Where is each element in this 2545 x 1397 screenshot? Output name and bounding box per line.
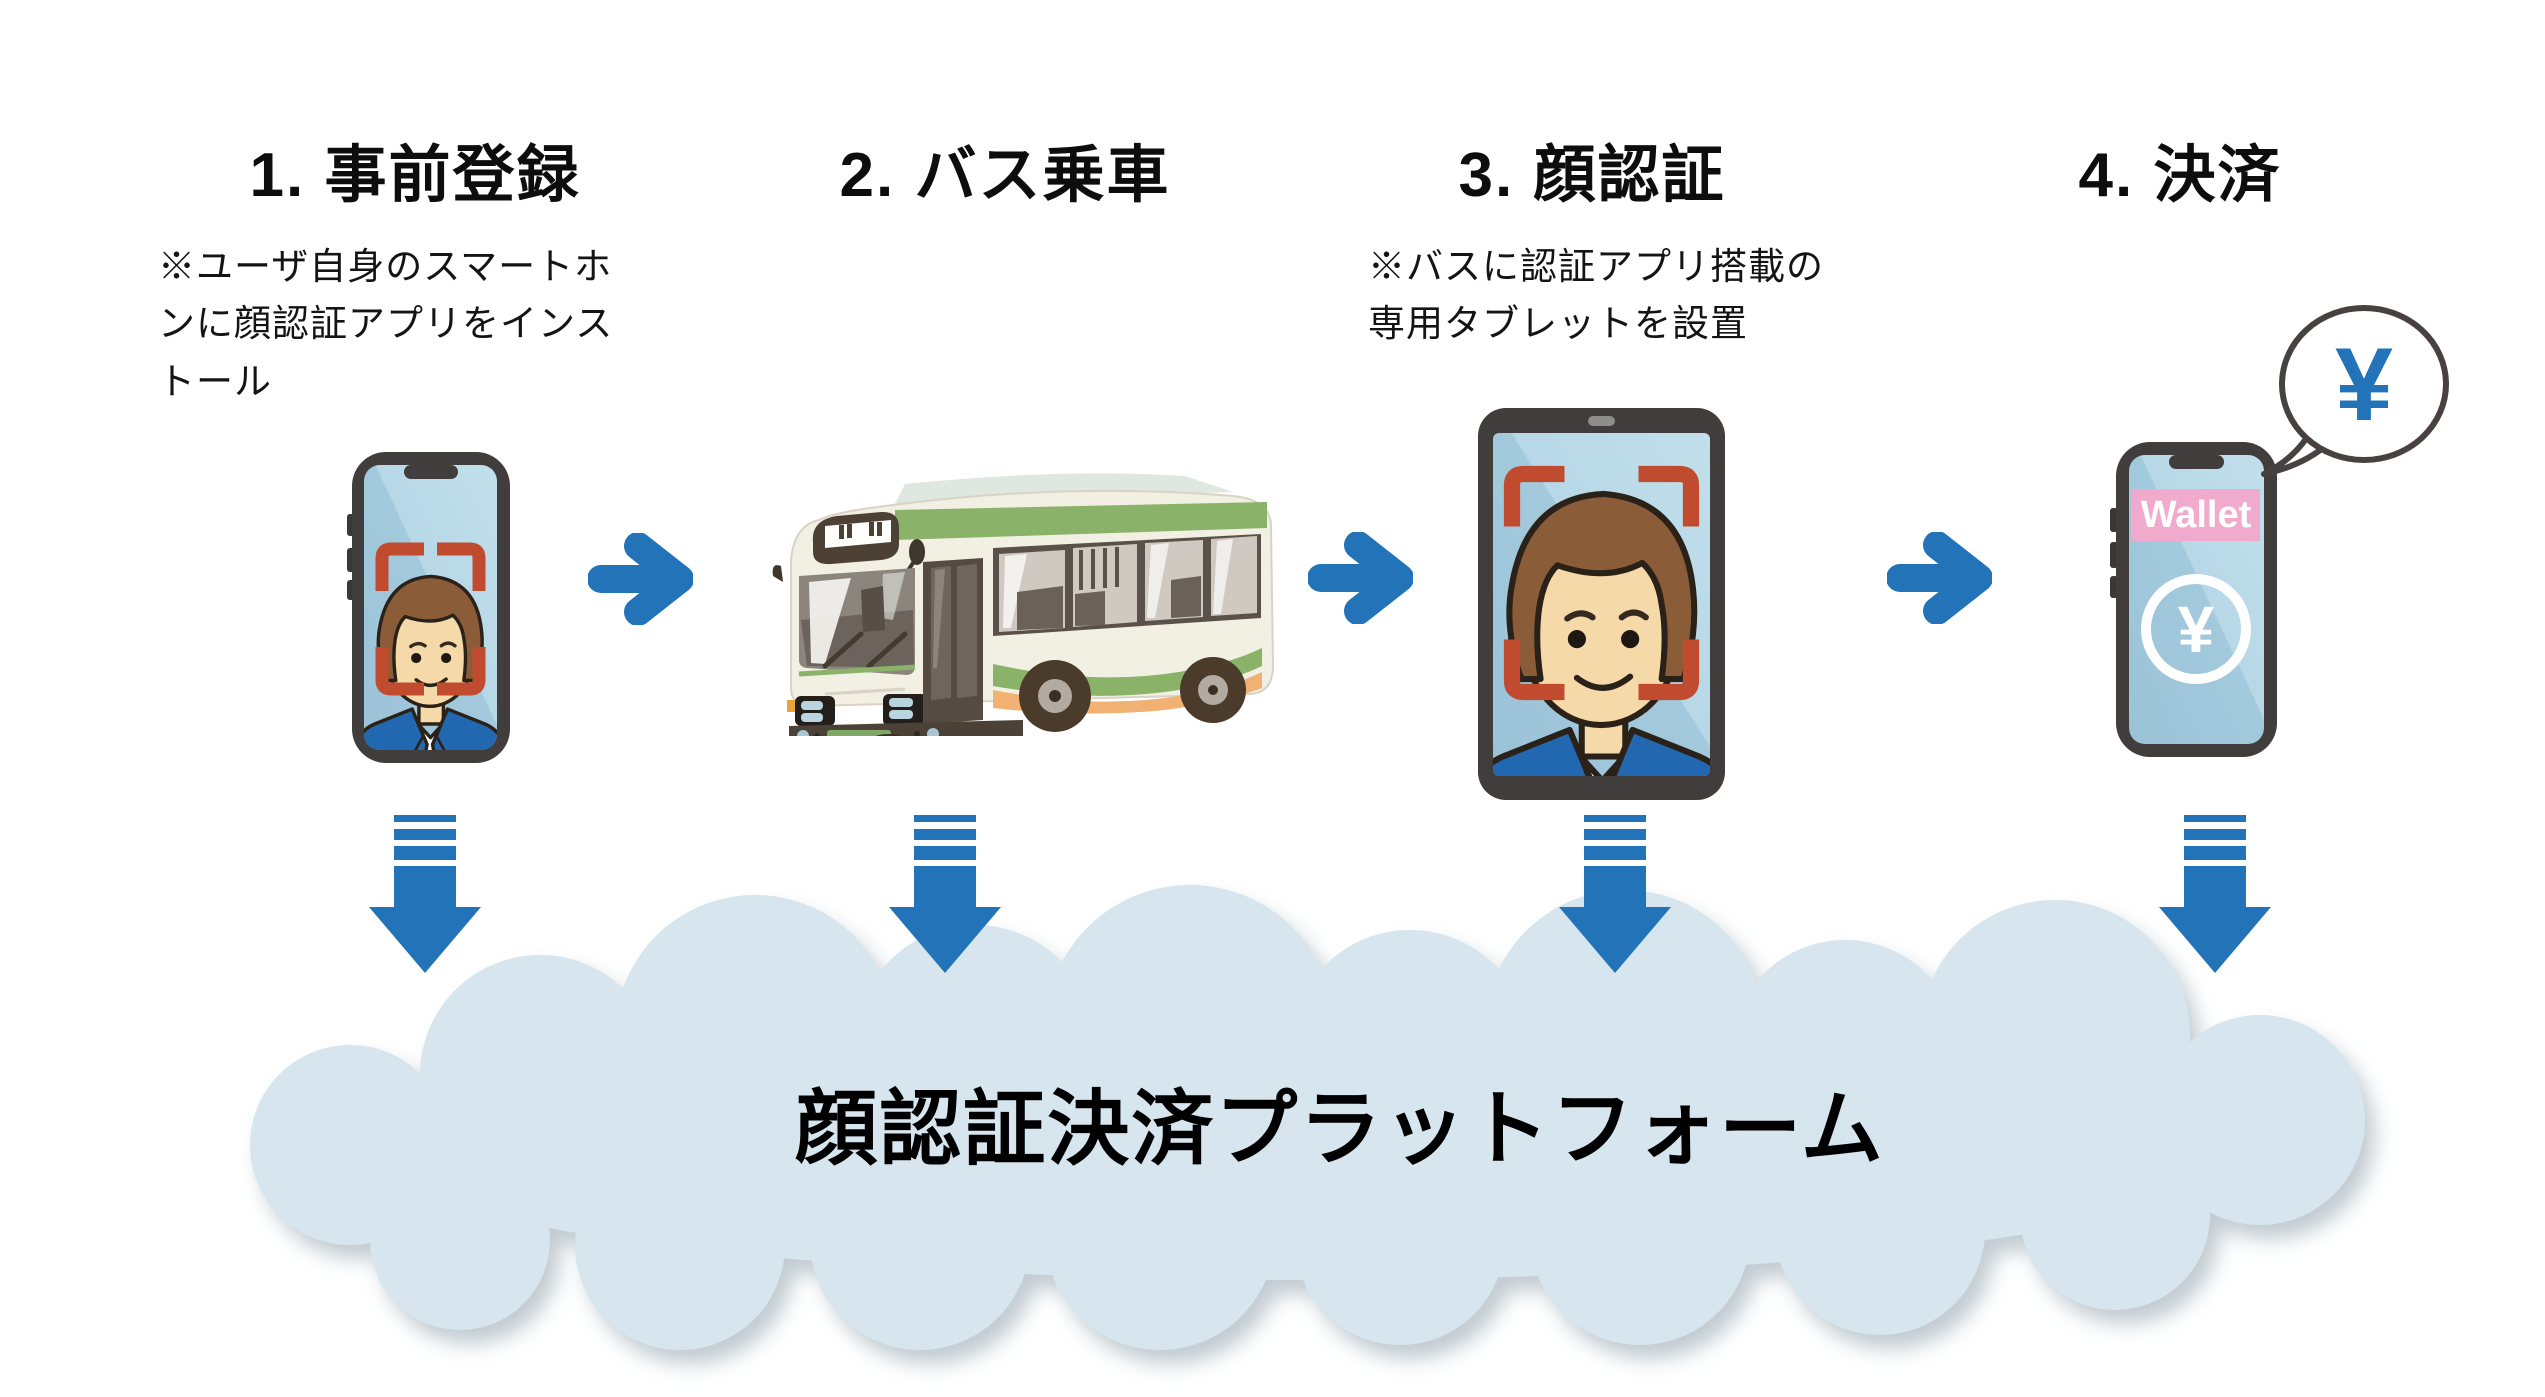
step-title-4: 4. 決済 [2078, 141, 2282, 210]
bus-front-wheel [875, 734, 903, 736]
wallet-phone-illustration: Wallet ¥ [2110, 442, 2277, 757]
phone-notch [404, 465, 458, 479]
down-arrow-icon [889, 815, 1001, 973]
cloud-shape [250, 885, 2365, 1350]
bus-middle-wheel [1019, 660, 1091, 732]
down-arrow-icon [369, 815, 481, 973]
right-arrow-icon [1887, 532, 1992, 624]
smartphone-illustration [347, 452, 510, 763]
wallet-label: Wallet [2141, 494, 2252, 536]
bus-illustration [772, 473, 1275, 736]
yen-symbol: ¥ [2335, 327, 2393, 443]
step-title-2: 2. バス乗車 [839, 141, 1171, 210]
svg-text:¥: ¥ [2178, 592, 2215, 666]
bus-license-plate [827, 730, 891, 736]
down-arrow-icon [2159, 815, 2271, 973]
tablet-illustration [1478, 408, 1725, 800]
down-arrow-icon [1559, 815, 1671, 973]
right-arrow-icon [588, 533, 693, 625]
step-title-3: 3. 顔認証 [1458, 141, 1726, 210]
wallet-banner [2131, 489, 2260, 541]
step-note-3: ※バスに認証アプリ搭載の 専用タブレットを設置 [1368, 246, 1824, 345]
phone-notch [2169, 455, 2224, 469]
yen-coin-icon: ¥ [2141, 574, 2251, 684]
step-note-1: ※ユーザ自身のスマートホ ンに顔認証アプリをインス トール [158, 246, 614, 402]
yen-speech-bubble: ¥ [2261, 305, 2449, 477]
platform-label: 顔認証決済プラットフォーム [795, 1084, 1885, 1175]
bus-rear-wheel [1180, 657, 1246, 723]
step-title-1: 1. 事前登録 [249, 141, 581, 210]
right-arrow-icon [1308, 532, 1413, 624]
tablet-camera [1588, 416, 1615, 426]
